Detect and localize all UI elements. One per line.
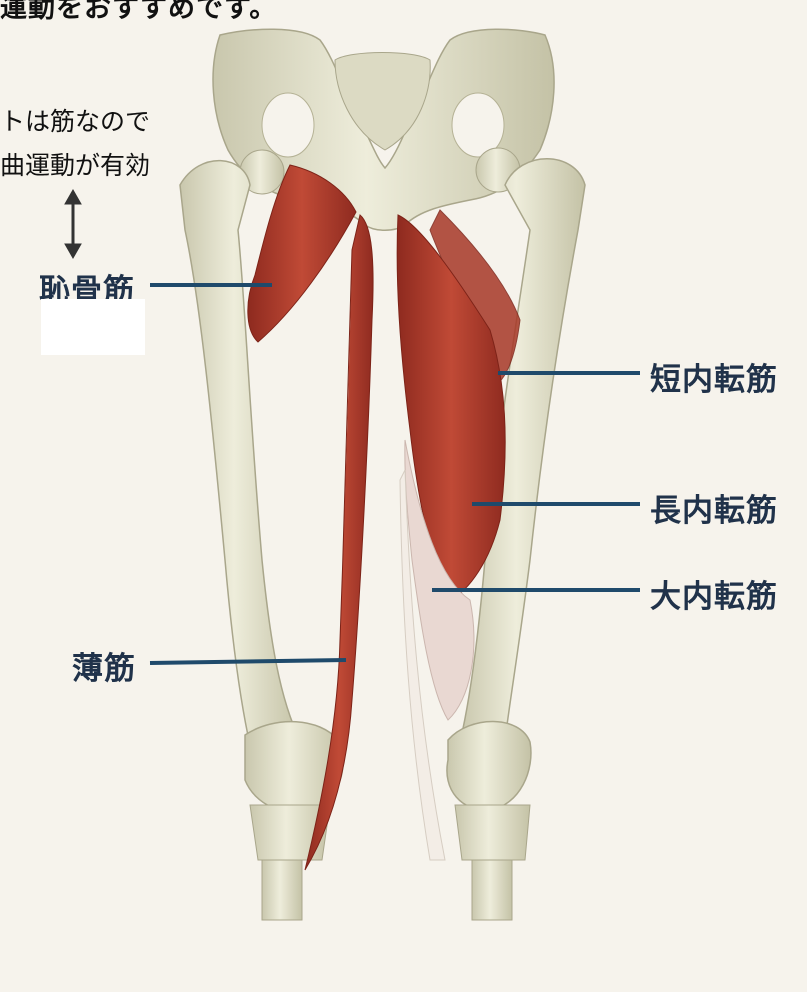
header-text: 運動をおすすめです。	[0, 0, 277, 25]
gracilis-leader	[150, 660, 346, 663]
note-line-2: 曲運動が有効	[0, 146, 150, 182]
label-adductor-longus: 長内転筋	[650, 485, 778, 530]
label-gracilis: 薄筋	[72, 643, 136, 688]
label-adductor-brevis: 短内転筋	[650, 354, 778, 399]
pelvis	[213, 29, 554, 230]
redaction-box	[41, 299, 145, 355]
note-line-1: トは筋なので	[0, 102, 150, 138]
label-adductor-magnus: 大内転筋	[650, 571, 778, 616]
double-arrow-vertical-icon	[65, 190, 81, 258]
